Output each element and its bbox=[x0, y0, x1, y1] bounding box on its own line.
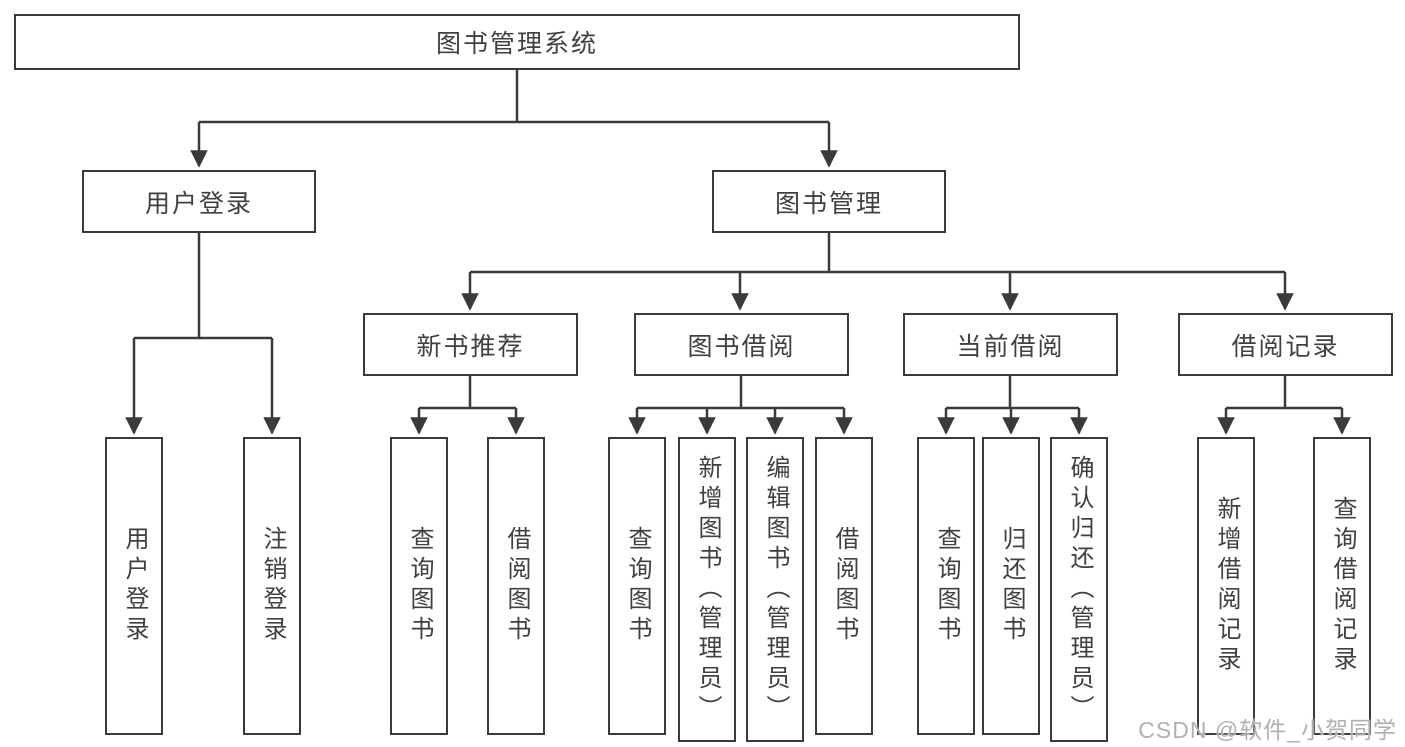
node-label: 图书借阅 bbox=[687, 332, 796, 361]
leaf-query-books: 查询图书 bbox=[917, 437, 975, 735]
node-label: 借阅记录 bbox=[1231, 332, 1340, 361]
leaf-add-books-admin: 新增图书（管理员） bbox=[678, 437, 736, 742]
leaf-logout: 注销登录 bbox=[243, 437, 301, 735]
leaf-confirm-return-admin: 确认归还（管理员） bbox=[1050, 437, 1108, 742]
node-book-borrowing: 图书借阅 bbox=[634, 313, 849, 376]
node-user-login: 用户登录 bbox=[82, 170, 316, 233]
leaf-label: 新增图书（管理员） bbox=[694, 454, 721, 725]
leaf-label: 借阅图书 bbox=[831, 526, 858, 646]
node-book-management: 图书管理 bbox=[712, 170, 946, 233]
leaf-user-login: 用户登录 bbox=[105, 437, 163, 735]
node-borrowing-records: 借阅记录 bbox=[1178, 313, 1393, 376]
leaf-label: 用户登录 bbox=[121, 526, 148, 646]
node-label: 用户登录 bbox=[144, 189, 253, 218]
leaf-label: 归还图书 bbox=[998, 526, 1025, 646]
leaf-label: 新增借阅记录 bbox=[1213, 496, 1240, 676]
leaf-label: 编辑图书（管理员） bbox=[762, 454, 789, 725]
node-label: 图书管理系统 bbox=[435, 30, 598, 58]
leaf-query-books: 查询图书 bbox=[608, 437, 666, 735]
leaf-label: 查询图书 bbox=[624, 526, 651, 646]
node-current-borrowing: 当前借阅 bbox=[903, 313, 1118, 376]
node-label: 新书推荐 bbox=[416, 332, 525, 361]
leaf-borrow-books: 借阅图书 bbox=[487, 437, 545, 735]
leaf-label: 查询借阅记录 bbox=[1329, 496, 1356, 676]
leaf-edit-books-admin: 编辑图书（管理员） bbox=[746, 437, 804, 742]
leaf-label: 查询图书 bbox=[406, 526, 433, 646]
node-label: 图书管理 bbox=[774, 189, 883, 218]
leaf-add-borrow-record: 新增借阅记录 bbox=[1197, 437, 1255, 735]
leaf-return-books: 归还图书 bbox=[982, 437, 1040, 735]
leaf-borrow-books: 借阅图书 bbox=[815, 437, 873, 735]
node-new-book-recommend: 新书推荐 bbox=[363, 313, 578, 376]
leaf-query-books: 查询图书 bbox=[390, 437, 448, 735]
leaf-label: 借阅图书 bbox=[503, 526, 530, 646]
leaf-label: 确认归还（管理员） bbox=[1066, 454, 1093, 725]
leaf-query-borrow-record: 查询借阅记录 bbox=[1313, 437, 1371, 735]
node-library-management-system: 图书管理系统 bbox=[14, 14, 1020, 70]
leaf-label: 查询图书 bbox=[933, 526, 960, 646]
csdn-watermark: CSDN @软件_小贺同学 bbox=[1138, 717, 1397, 743]
node-label: 当前借阅 bbox=[956, 332, 1065, 361]
leaf-label: 注销登录 bbox=[259, 526, 286, 646]
